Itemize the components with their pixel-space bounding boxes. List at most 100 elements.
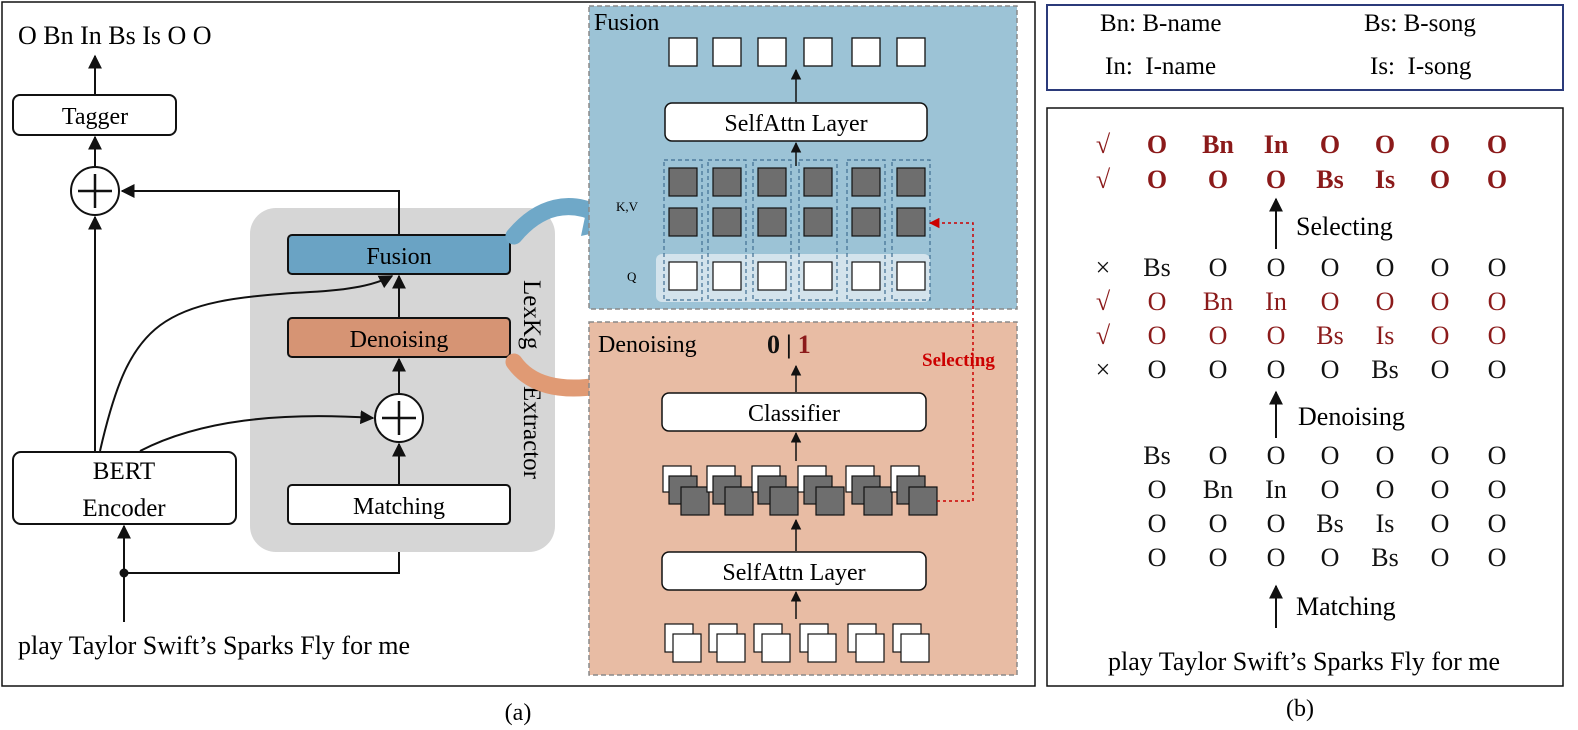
tag-cell: O (1375, 130, 1395, 159)
denoising-selfattn-label: SelfAttn Layer (722, 560, 865, 586)
fusion-kv-token-columns (663, 159, 931, 301)
query-token (757, 261, 787, 291)
lexkg-title-line2: Extractor (518, 386, 545, 480)
selecting-label-a: Selecting (922, 350, 995, 371)
tag-cell: O (1430, 165, 1450, 194)
fusion-output-token (803, 37, 833, 67)
tag-cell: Is (1376, 509, 1395, 538)
denoise-dark-token (908, 486, 938, 516)
lexkg-title-line1: LexKg (518, 280, 545, 350)
tag-cell: O (1488, 475, 1507, 504)
tag-cell: O (1488, 543, 1507, 572)
key-token (896, 167, 926, 197)
denoise-dark-token (724, 486, 754, 516)
bert-label-line1: BERT (93, 458, 155, 485)
tag-cell: O (1488, 287, 1507, 316)
tag-cell: Bn (1202, 130, 1234, 159)
input-token-front (807, 633, 837, 663)
kv-token-column-frame (752, 159, 792, 301)
tag-cell: O (1267, 543, 1286, 572)
tag-cell: O (1208, 165, 1228, 194)
tag-cell: O (1266, 165, 1286, 194)
selecting-path (928, 217, 974, 502)
legend-box (1046, 4, 1564, 91)
tag-cell: O (1320, 130, 1340, 159)
value-token (757, 207, 787, 237)
matching-label: Matching (353, 494, 445, 520)
tag-cell: O (1488, 253, 1507, 282)
fusion-selfattn-box (664, 102, 928, 142)
value-token (851, 207, 881, 237)
key-token (851, 167, 881, 197)
tag-cell: O (1267, 253, 1286, 282)
row-mark: × (1096, 253, 1111, 282)
kv-token-column-frame (798, 159, 838, 301)
legend-bn: Bn: B-name (1100, 10, 1222, 37)
query-token (668, 261, 698, 291)
key-token (757, 167, 787, 197)
tag-cell: Bn (1203, 475, 1233, 504)
selecting-label-b: Selecting (1296, 212, 1393, 241)
fusion-selfattn-label: SelfAttn Layer (724, 111, 867, 137)
bert-encoder-box (12, 451, 237, 525)
query-token (803, 261, 833, 291)
denoising-mid-token-stacks (662, 465, 938, 516)
kv-token-column-frame (663, 159, 703, 301)
output-tags: O Bn In Bs Is O O (18, 21, 212, 50)
tag-cell: O (1148, 509, 1167, 538)
tag-cell: O (1488, 321, 1507, 350)
tagger-label: Tagger (62, 104, 128, 130)
query-token (712, 261, 742, 291)
tag-cell: O (1431, 441, 1450, 470)
tag-cell: O (1376, 441, 1395, 470)
tag-cell: O (1321, 441, 1340, 470)
value-token (668, 207, 698, 237)
tag-cell: O (1431, 509, 1450, 538)
tag-cell: O (1431, 287, 1450, 316)
tag-cell: O (1148, 355, 1167, 384)
legend-is: Is: I-song (1370, 53, 1472, 80)
kv-token-column-frame (846, 159, 886, 301)
fusion-label: Fusion (366, 244, 431, 270)
kv-label: K,V (616, 199, 639, 214)
fusion-output-token (851, 37, 881, 67)
denoising-label: Denoising (350, 327, 449, 353)
value-token (803, 207, 833, 237)
tag-cell: O (1321, 287, 1340, 316)
fusion-detail-title: Fusion (594, 10, 659, 36)
denoise-dark-token (769, 486, 799, 516)
input-token-front (761, 633, 791, 663)
tag-cell: Bs (1316, 165, 1343, 194)
row-mark: √ (1096, 321, 1111, 350)
input-sentence-b: play Taylor Swift’s Sparks Fly for me (1108, 647, 1500, 676)
tag-cell: In (1265, 287, 1287, 316)
tag-cell: O (1148, 321, 1167, 350)
kv-token-column-frame (707, 159, 747, 301)
tag-cell: O (1321, 253, 1340, 282)
caption-a: (a) (505, 700, 532, 726)
tag-cell: O (1209, 253, 1228, 282)
tag-cell: O (1431, 253, 1450, 282)
tag-cell: O (1209, 509, 1228, 538)
denoising-detail-panel (588, 321, 1018, 676)
tag-cell: Bs (1143, 253, 1170, 282)
denoising-selfattn-box (661, 551, 927, 591)
tag-cell: O (1321, 475, 1340, 504)
tag-cell: O (1209, 321, 1228, 350)
tag-cell: O (1267, 441, 1286, 470)
tag-cell: O (1148, 287, 1167, 316)
denoise-dark-token (680, 486, 710, 516)
denoising-box (287, 317, 511, 358)
classifier-label: Classifier (748, 401, 840, 427)
row-mark: × (1096, 355, 1111, 384)
tag-cell: O (1148, 475, 1167, 504)
tag-cell: Is (1376, 321, 1395, 350)
row-mark: √ (1096, 165, 1111, 194)
bert-label-line2: Encoder (82, 495, 166, 522)
bert-to-fusion-curve (99, 275, 394, 452)
tag-cell: Bn (1203, 287, 1233, 316)
tag-cell: O (1267, 355, 1286, 384)
tag-cell: O (1376, 287, 1395, 316)
